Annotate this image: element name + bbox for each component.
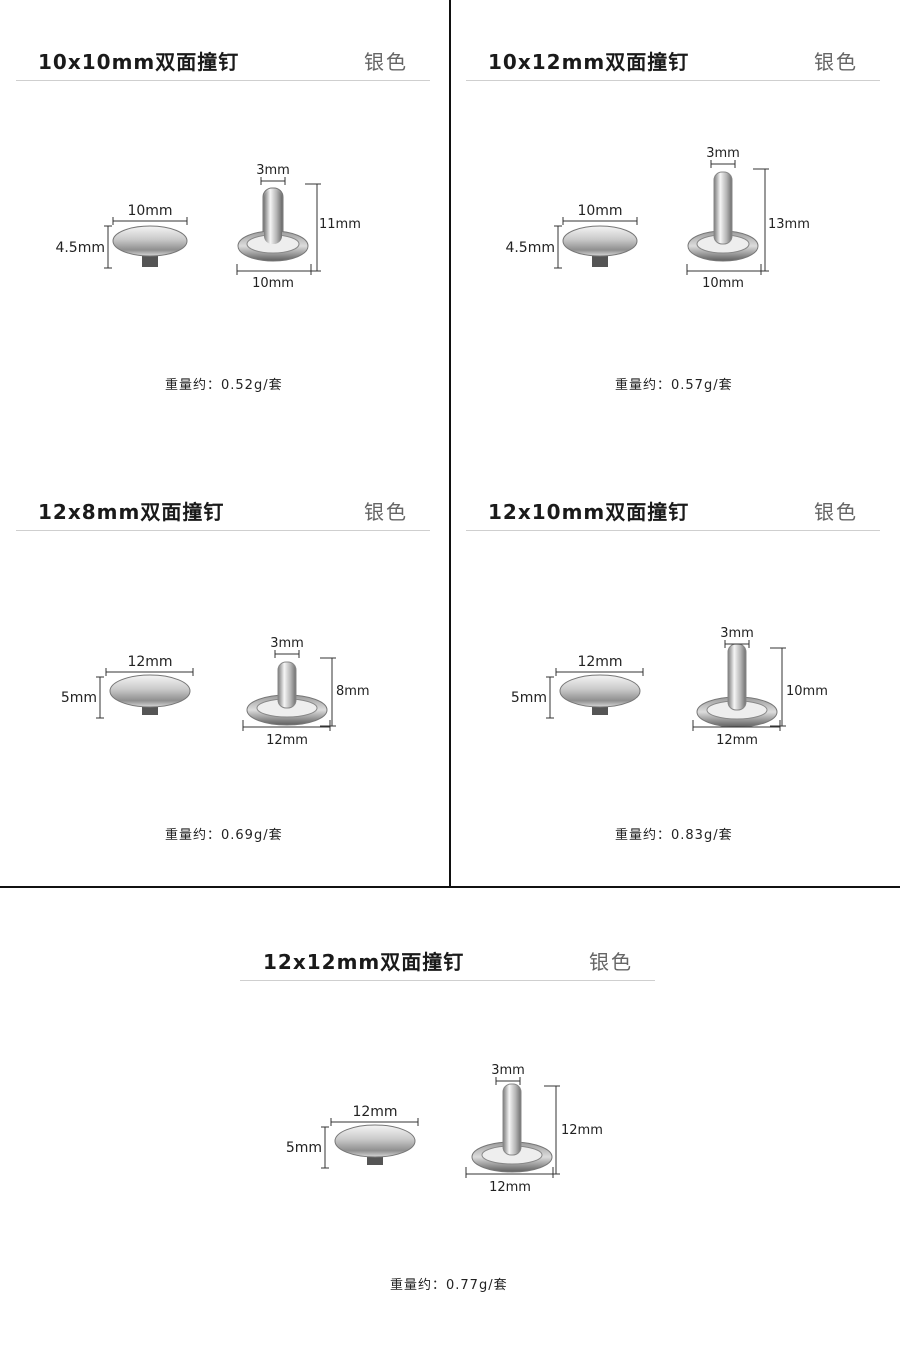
- product-title: 10x10mm双面撞钉: [38, 50, 240, 74]
- vertical-divider: [449, 0, 451, 888]
- cap-width-label: 10mm: [577, 203, 622, 219]
- rivet-post-image: [237, 187, 309, 262]
- post-height-label: 13mm: [768, 217, 810, 232]
- cap-width-label: 12mm: [577, 654, 622, 670]
- cap-height-label: 5mm: [61, 690, 97, 706]
- rivet-post-image: [696, 643, 778, 728]
- post-height-label: 8mm: [336, 684, 370, 699]
- post-base-label: 10mm: [702, 276, 744, 291]
- post-base-label: 12mm: [489, 1180, 531, 1195]
- post-height-label: 12mm: [561, 1123, 603, 1138]
- rivet-cap-image: [562, 225, 638, 267]
- rivet-post-image: [471, 1083, 553, 1173]
- post-base-label: 10mm: [252, 276, 294, 291]
- product-panel-2: 10x12mm双面撞钉 银色 10mm 4.5mm 3mm 13mm 10mm …: [450, 0, 900, 450]
- title-underline: [466, 80, 880, 81]
- product-title: 12x10mm双面撞钉: [488, 500, 690, 524]
- rivet-post-image: [246, 661, 328, 726]
- weight-text: 重量约：0.69g/套: [165, 828, 283, 843]
- stem-width-label: 3mm: [491, 1063, 525, 1078]
- cap-width-label: 12mm: [127, 654, 172, 670]
- stem-width-label: 3mm: [270, 636, 304, 651]
- stem-width-label: 3mm: [706, 146, 740, 161]
- title-underline: [16, 80, 430, 81]
- color-label: 银色: [364, 500, 408, 524]
- rivet-cap-image: [559, 674, 641, 715]
- weight-text: 重量约：0.83g/套: [615, 828, 733, 843]
- rivet-illustration: 12mm 5mm 3mm 12mm 12mm: [286, 1063, 603, 1195]
- post-height-label: 11mm: [319, 217, 361, 232]
- post-height-label: 10mm: [786, 684, 828, 699]
- horizontal-divider: [0, 886, 900, 888]
- color-label: 银色: [814, 50, 858, 74]
- color-label: 银色: [364, 50, 408, 74]
- product-panel-1: 10x10mm双面撞钉 银色 10mm 4.5mm 3mm 11mm 10mm …: [0, 0, 450, 450]
- product-title: 12x12mm双面撞钉: [263, 950, 465, 974]
- title-underline: [16, 530, 430, 531]
- stem-width-label: 3mm: [256, 163, 290, 178]
- product-panel-5: 12x12mm双面撞钉 银色 12mm 5mm 3mm 12mm 12mm 重量…: [0, 900, 900, 1355]
- weight-text: 重量约：0.52g/套: [165, 378, 283, 393]
- weight-text: 重量约：0.57g/套: [615, 378, 733, 393]
- title-underline: [240, 980, 655, 981]
- product-panel-4: 12x10mm双面撞钉 银色 12mm 5mm 3mm 10mm 12mm 重量…: [450, 450, 900, 900]
- color-label: 银色: [814, 500, 858, 524]
- color-label: 银色: [589, 950, 633, 974]
- rivet-illustration: 12mm 5mm 3mm 8mm 12mm: [61, 636, 370, 748]
- cap-width-label: 10mm: [127, 203, 172, 219]
- weight-text: 重量约：0.77g/套: [390, 1278, 508, 1293]
- product-panel-3: 12x8mm双面撞钉 银色 12mm 5mm 3mm 8mm 12mm 重量约：…: [0, 450, 450, 900]
- product-title: 12x8mm双面撞钉: [38, 500, 225, 524]
- post-base-label: 12mm: [266, 733, 308, 748]
- cap-height-label: 5mm: [511, 690, 547, 706]
- cap-height-label: 4.5mm: [55, 240, 105, 256]
- cap-height-label: 4.5mm: [505, 240, 555, 256]
- rivet-illustration: 12mm 5mm 3mm 10mm 12mm: [511, 626, 828, 748]
- rivet-cap-image: [112, 225, 188, 267]
- post-base-label: 12mm: [716, 733, 758, 748]
- title-underline: [466, 530, 880, 531]
- rivet-cap-image: [109, 674, 191, 715]
- cap-height-label: 5mm: [286, 1140, 322, 1156]
- rivet-illustration: 10mm 4.5mm 3mm 13mm 10mm: [505, 146, 810, 291]
- product-title: 10x12mm双面撞钉: [488, 50, 690, 74]
- rivet-illustration: 10mm 4.5mm 3mm 11mm 10mm: [55, 163, 361, 291]
- stem-width-label: 3mm: [720, 626, 754, 641]
- rivet-cap-image: [334, 1124, 416, 1165]
- rivet-post-image: [687, 171, 759, 262]
- cap-width-label: 12mm: [352, 1104, 397, 1120]
